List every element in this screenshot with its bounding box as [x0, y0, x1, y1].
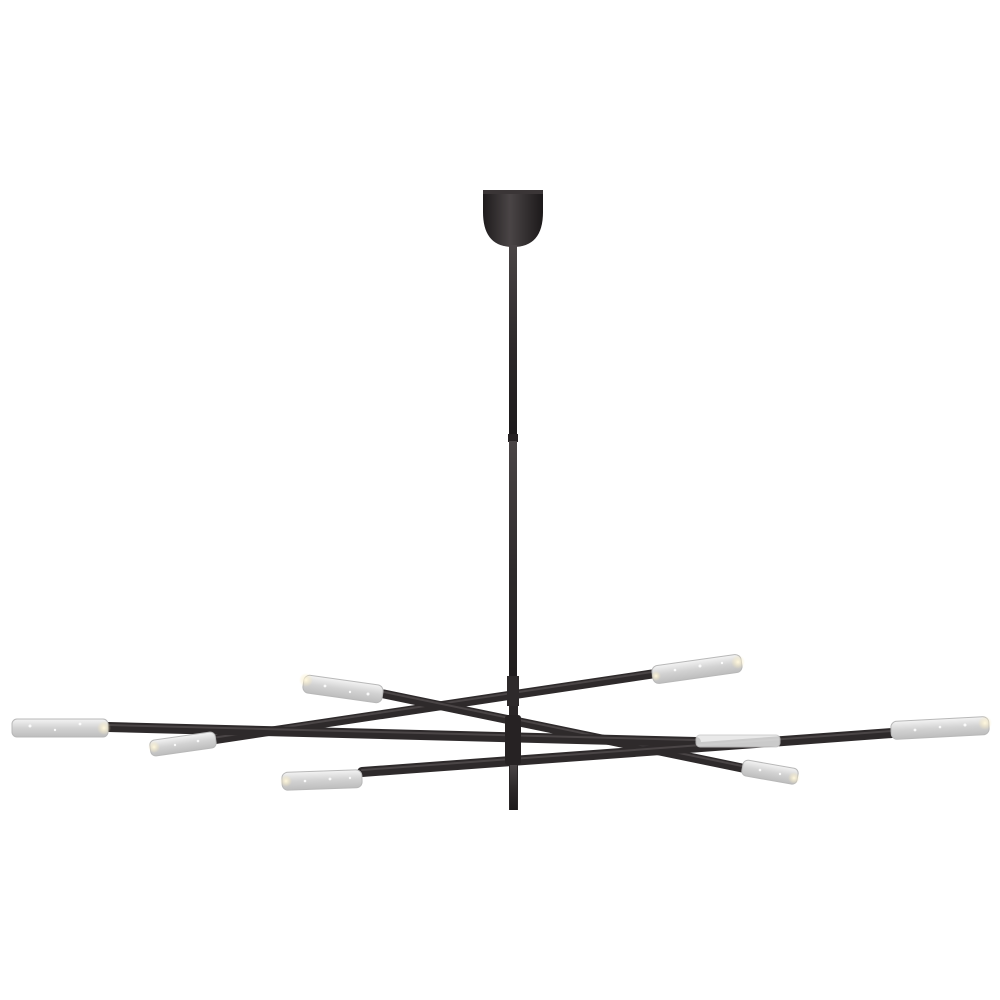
- crystal-light-7: [695, 734, 781, 748]
- bottom-finial: [510, 765, 517, 810]
- crystal-light-6: [741, 759, 800, 785]
- crystal-sparkles: [28, 661, 967, 783]
- crystal-light-5: [280, 769, 363, 791]
- crystal-light-1: [11, 718, 111, 738]
- crystal-light-3: [299, 673, 384, 704]
- crystal-light-2: [148, 731, 217, 757]
- crystal-light-8: [890, 716, 992, 740]
- crystal-light-4: [651, 654, 745, 684]
- arm-upper-left: [379, 689, 747, 773]
- arm-long-right: [357, 728, 897, 777]
- ceiling-canopy: [483, 190, 543, 247]
- arm-long-left: [103, 722, 701, 747]
- center-hub: [505, 676, 521, 765]
